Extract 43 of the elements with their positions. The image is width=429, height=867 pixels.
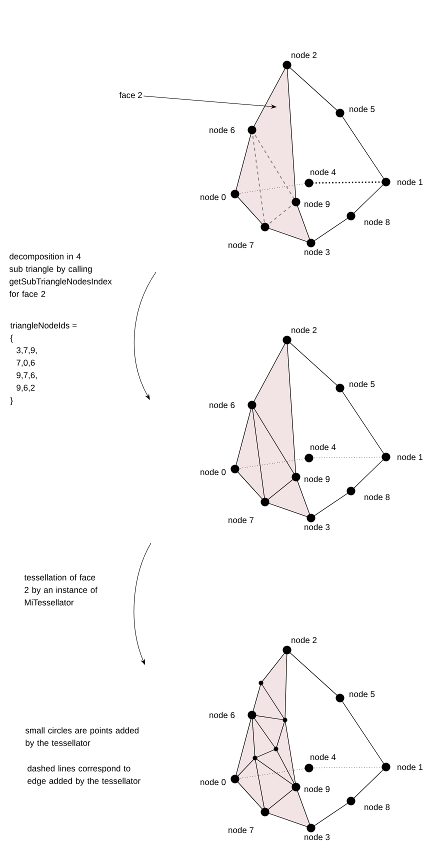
node-label: node 9: [304, 786, 330, 792]
node-label: node 4: [310, 754, 336, 760]
description-text: decomposition in 4 sub triangle by calling getSubTriangleNodesIndex for face 2: [9, 253, 112, 297]
code-text: 9,6,2: [16, 384, 35, 392]
note-text: small circles are points added by the tessellator: [25, 727, 138, 748]
code-text: 9,7,6,: [16, 372, 37, 380]
description-text: tessellation of face 2 by an instance of MiTessellator: [24, 574, 98, 606]
note-text: dashed lines correspond to edge added by the tessellator: [28, 765, 140, 786]
node-label: node 5: [350, 106, 375, 112]
node-label: node 6: [210, 402, 235, 408]
code-text: 3,7,9,: [16, 347, 37, 354]
node-label: node 5: [350, 690, 375, 698]
node-label: node 4: [310, 168, 336, 176]
code-text: }: [10, 397, 13, 406]
node-label: node 8: [364, 218, 390, 226]
leader-line: [143, 96, 276, 108]
node-label: node 8: [364, 804, 390, 810]
node-label: node 1: [398, 454, 423, 460]
node-label: node 4: [310, 444, 336, 450]
node-label: node 7: [228, 242, 254, 248]
node-label: node 6: [210, 126, 235, 134]
node-label: node 1: [398, 178, 423, 186]
node-label: node 3: [304, 248, 330, 256]
callout-text: face 2: [119, 92, 142, 98]
node-label: node 5: [350, 380, 375, 388]
node-label: node 0: [200, 468, 226, 476]
code-text: 7,0,6: [16, 360, 35, 367]
node-label: node 7: [228, 826, 254, 834]
node-label: node 6: [210, 712, 235, 718]
node-label: node 9: [304, 200, 330, 208]
node-label: node 1: [398, 764, 423, 770]
node-label: node 2: [292, 52, 317, 58]
code-text: {: [10, 334, 13, 343]
node-label: node 7: [228, 516, 254, 524]
node-label: node 0: [200, 778, 226, 786]
node-label: node 2: [292, 326, 317, 334]
node-label: node 2: [292, 636, 317, 644]
node-label: node 3: [304, 834, 330, 840]
code-text: triangleNodeIds =: [10, 322, 77, 330]
node-label: node 3: [304, 524, 330, 530]
node-label: node 8: [364, 494, 390, 500]
node-label: node 0: [200, 194, 226, 200]
node-label: node 9: [304, 476, 330, 482]
